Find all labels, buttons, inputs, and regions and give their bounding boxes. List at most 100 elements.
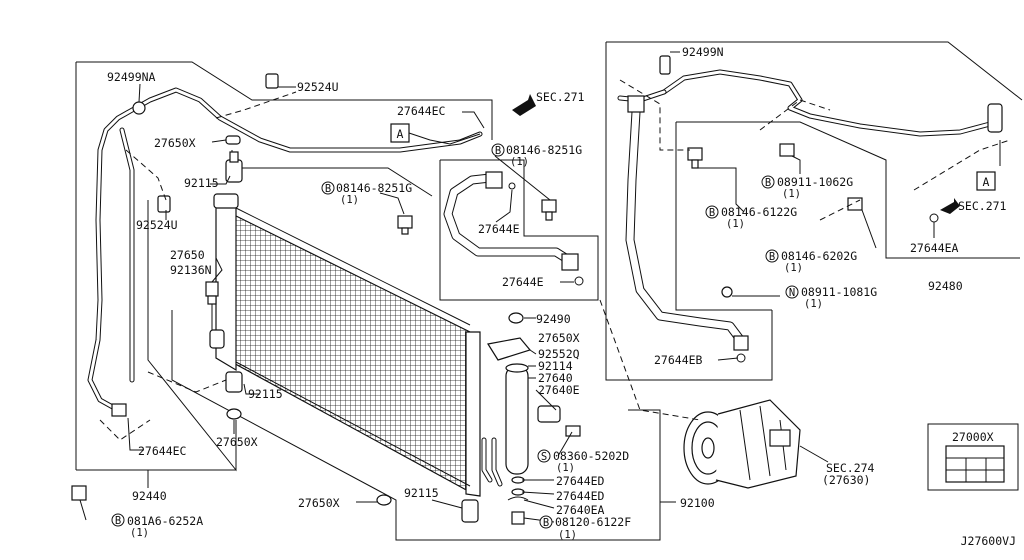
hose-92480 xyxy=(625,95,749,351)
label-27644ED-1: 27644ED xyxy=(556,474,605,488)
svg-text:B: B xyxy=(115,515,121,527)
label-27644EC-bot: 27644EC xyxy=(138,444,187,458)
ref-a-box-left: A xyxy=(390,123,410,143)
label-92114: 92114 xyxy=(538,359,573,373)
fitting-92480-end xyxy=(987,103,1003,133)
ref-a-box-right: A xyxy=(976,171,996,191)
label-92115-1: 92115 xyxy=(184,176,219,190)
diagram-id: J27600VJ xyxy=(961,534,1016,548)
label-qty-08120-6122F: (1) xyxy=(558,529,577,541)
compressor-92100 xyxy=(683,399,801,489)
label-92440: 92440 xyxy=(132,489,167,503)
svg-text:B: B xyxy=(769,251,775,263)
label-sec274-sub: (27630) xyxy=(822,473,870,487)
assembly-outline-92490 xyxy=(439,159,599,301)
nut-08911-1081G xyxy=(721,286,733,298)
bolt-08146-8251G-top xyxy=(541,199,557,221)
svg-text:N: N xyxy=(789,287,795,299)
bolt-08146-6202G xyxy=(847,197,863,211)
arrow-sec271-right xyxy=(940,198,960,214)
label-92115-2: 92115 xyxy=(248,387,283,401)
label-qty-08146-8251G-top: (1) xyxy=(510,156,529,168)
grommet-27650X-bottom xyxy=(376,494,392,506)
condenser-mount-top xyxy=(225,151,243,183)
receiver-dryer-27640 xyxy=(487,312,581,475)
condenser xyxy=(213,193,481,497)
label-27650X-1: 27650X xyxy=(154,136,196,150)
label-sec274: SEC.274 xyxy=(826,461,875,475)
grommet-27650X-low xyxy=(226,408,242,420)
label-qty-08911-1081G: (1) xyxy=(804,298,823,310)
label-08911-1062G: 08911-1062G xyxy=(777,175,853,189)
arrow-sec271-top xyxy=(512,94,536,116)
cap-92499N xyxy=(659,55,671,75)
label-27000X: 27000X xyxy=(952,430,994,444)
label-92524U-left: 92524U xyxy=(136,218,178,232)
label-27650X-4: 27650X xyxy=(298,496,340,510)
svg-text:B: B xyxy=(495,145,501,157)
pipe-92440 xyxy=(87,87,483,413)
label-08120-6122F: 08120-6122F xyxy=(555,515,631,529)
label-27644EA: 27644EA xyxy=(910,241,959,255)
label-92136N: 92136N xyxy=(170,263,212,277)
label-27644EB: 27644EB xyxy=(654,353,703,367)
pipes-lower-condenser xyxy=(481,437,503,487)
pipe-92440-fitting xyxy=(111,403,127,417)
prefix-markers: B B S B B B B B N xyxy=(111,143,799,529)
svg-text:S: S xyxy=(541,451,547,463)
label-qty-081A6-6252A: (1) xyxy=(130,527,149,539)
leader-lines xyxy=(79,51,1001,523)
label-27640E: 27640E xyxy=(538,383,580,397)
hose-92490 xyxy=(443,171,579,271)
label-27640: 27640 xyxy=(538,371,573,385)
grommet-27650X-top xyxy=(225,135,241,145)
pressure-sensor-92136N xyxy=(205,281,219,305)
label-27650X-3: 27650X xyxy=(216,435,258,449)
label-qty-08146-6122G: (1) xyxy=(726,218,745,230)
bolt-08146-8251G-mid xyxy=(397,215,413,235)
label-qty-08146-6202G: (1) xyxy=(784,262,803,274)
assembly-outline-92440 xyxy=(75,61,493,488)
clip-92524U-top xyxy=(265,73,279,89)
bolt-08146-6122G xyxy=(687,147,703,169)
cap-92499NA xyxy=(132,101,146,115)
label-92100: 92100 xyxy=(680,496,715,510)
oring-27644EB xyxy=(736,353,746,363)
svg-text:B: B xyxy=(543,517,549,529)
label-92115-3: 92115 xyxy=(404,486,439,500)
label-27640EA: 27640EA xyxy=(556,503,605,517)
label-081A6-6252A: 081A6-6252A xyxy=(127,514,203,528)
label-27644ED-2: 27644ED xyxy=(556,489,605,503)
label-08911-1081G: 08911-1081G xyxy=(801,285,877,299)
ref-a-right: A xyxy=(983,175,990,189)
label-sec271-right: SEC.271 xyxy=(958,199,1007,213)
label-08146-6202G: 08146-6202G xyxy=(781,249,857,263)
clip-92524U-left xyxy=(157,195,171,213)
label-92499N: 92499N xyxy=(682,45,724,59)
part-labels: 92499N A 92524U SEC.271 27644EC 27650X 08… xyxy=(107,45,1016,548)
label-qty-08146-8251G-mid: (1) xyxy=(340,194,359,206)
label-qty-08360-5202D: (1) xyxy=(556,462,575,474)
svg-text:B: B xyxy=(709,207,715,219)
condenser-mount-mid xyxy=(209,329,225,349)
label-27644E-1: 27644E xyxy=(478,222,520,236)
bolt-08911-1062G xyxy=(779,143,795,157)
label-92524U-top: 92524U xyxy=(297,80,339,94)
label-08360-5202D: 08360-5202D xyxy=(553,449,629,463)
label-92552Q: 92552Q xyxy=(538,347,580,361)
label-27650X-2: 27650X xyxy=(538,331,580,345)
label-sec271-top: SEC.271 xyxy=(536,90,585,104)
label-qty-08911-1062G: (1) xyxy=(782,188,801,200)
label-08146-6122G: 08146-6122G xyxy=(721,205,797,219)
label-box-27000X xyxy=(927,423,1019,491)
assembly-outline-92480 xyxy=(605,41,1023,381)
svg-text:B: B xyxy=(325,183,331,195)
label-08146-8251G-top: 08146-8251G xyxy=(506,143,582,157)
oring-27644EA xyxy=(929,213,939,223)
label-27650: 27650 xyxy=(170,248,205,262)
condenser-mount-bottom xyxy=(461,499,479,523)
bolt-081A6-6252A xyxy=(71,485,87,501)
svg-text:B: B xyxy=(765,177,771,189)
label-27644EC-top: 27644EC xyxy=(397,104,446,118)
